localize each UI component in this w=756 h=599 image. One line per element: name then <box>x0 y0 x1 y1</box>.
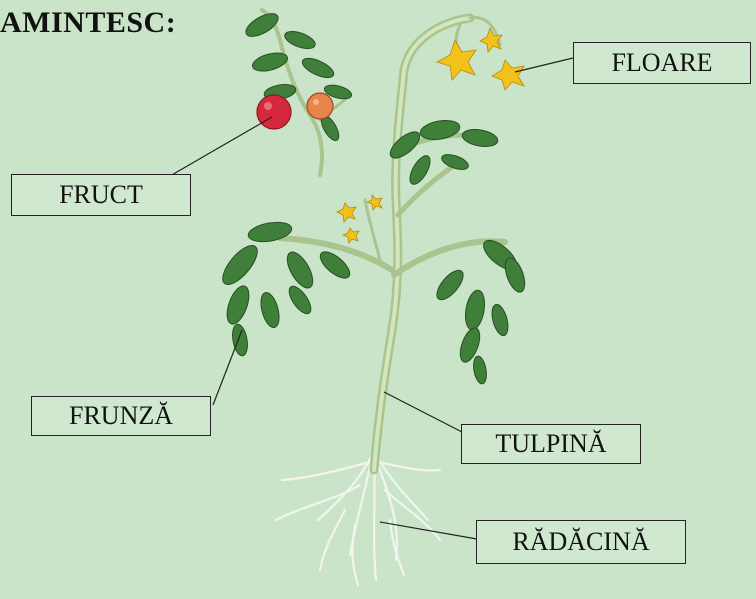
leader-line-floare <box>515 58 573 72</box>
stem <box>280 17 505 470</box>
label-radacina: RĂDĂCINĂ <box>476 520 686 564</box>
roots <box>276 455 440 585</box>
leader-line-radacina <box>380 522 477 539</box>
leader-line-tulpina <box>384 392 462 432</box>
label-floare: FLOARE <box>573 42 751 84</box>
label-fruct: FRUCT <box>11 174 191 216</box>
leader-line-fruct <box>170 117 272 176</box>
label-frunza: FRUNZĂ <box>31 396 211 436</box>
page-heading: AMINTESC: <box>0 6 176 40</box>
label-tulpina: TULPINĂ <box>461 424 641 464</box>
leader-line-frunza <box>213 330 242 405</box>
